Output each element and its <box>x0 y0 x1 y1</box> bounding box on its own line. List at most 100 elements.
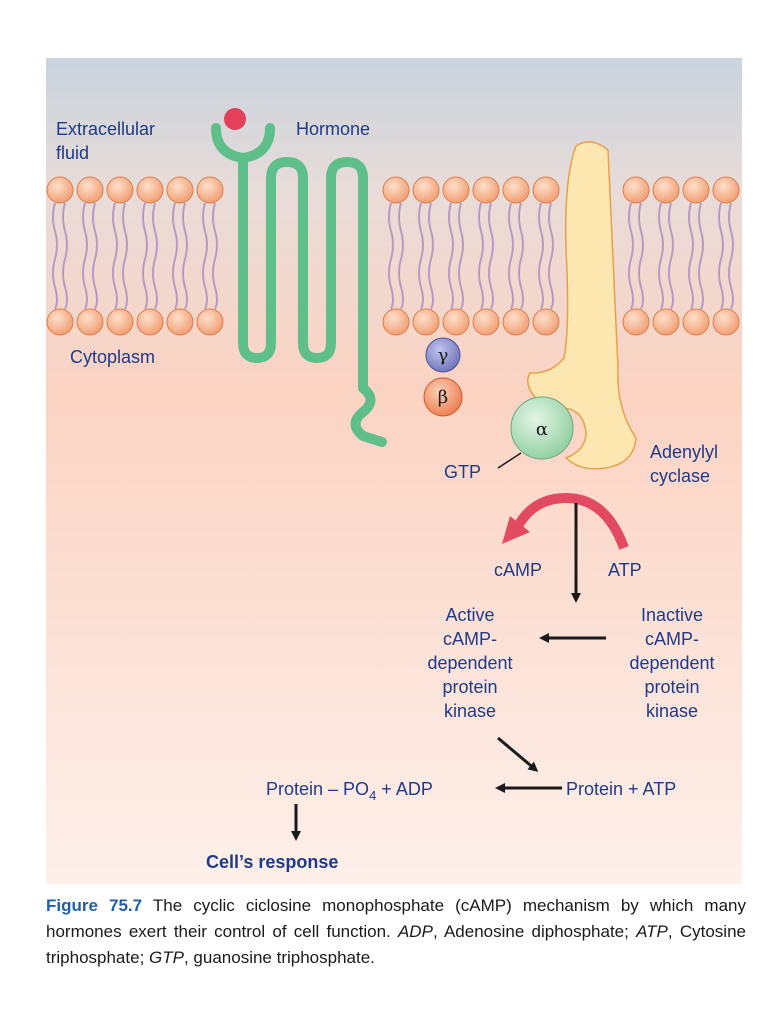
phospholipid-head <box>166 308 194 336</box>
phospholipid-head <box>652 176 680 204</box>
lipid-tail <box>82 202 88 310</box>
atp-label: ATP <box>608 560 642 580</box>
lipid-tail <box>688 202 694 310</box>
lipid-tail <box>628 202 634 310</box>
phospholipid-head <box>622 176 650 204</box>
def-adp: , Adenosine diphosphate; <box>432 922 637 941</box>
lipid-tail <box>182 202 188 310</box>
phospholipid-head <box>502 308 530 336</box>
lipid-tail <box>398 202 404 310</box>
abbr-atp: ATP <box>636 922 668 941</box>
phospholipid-head <box>472 176 500 204</box>
lipid-tail <box>458 202 464 310</box>
extracellular-label-line2: fluid <box>56 143 89 163</box>
phospholipid-head <box>442 176 470 204</box>
lipid-tail <box>388 202 394 310</box>
lipid-tail <box>172 202 178 310</box>
phospholipid-head <box>502 176 530 204</box>
lipid-tail <box>638 202 644 310</box>
phospholipid-head <box>712 176 740 204</box>
phospholipid-head <box>712 308 740 336</box>
def-gtp: , guanosine triphosphate. <box>183 948 375 967</box>
lipid-tail <box>122 202 128 310</box>
lipid-tail <box>202 202 208 310</box>
alpha-label: α <box>536 419 548 440</box>
lipid-tail <box>508 202 514 310</box>
beta-subunit <box>423 377 463 417</box>
phospholipid-head <box>106 176 134 204</box>
cytoplasm-label: Cytoplasm <box>70 347 155 367</box>
svg-text:kinase: kinase <box>646 701 698 721</box>
phospholipid-head <box>682 308 710 336</box>
gtp-pointer-line <box>497 452 522 469</box>
abbr-adp: ADP <box>397 922 433 941</box>
gtp-label: GTP <box>444 462 481 482</box>
extracellular-label-line1: Extracellular <box>56 119 155 139</box>
inactive-kinase-label: Inactive cAMP- dependent protein kinase <box>629 605 714 721</box>
beta-label: β <box>438 387 448 408</box>
phospholipid-head <box>472 308 500 336</box>
svg-text:cAMP-: cAMP- <box>645 629 699 649</box>
lipid-tail <box>718 202 724 310</box>
receptor-binding-cup <box>211 123 275 164</box>
lipid-tail <box>428 202 434 310</box>
gamma-subunit <box>425 337 461 373</box>
svg-text:dependent: dependent <box>629 653 714 673</box>
lipid-bilayer <box>46 176 740 336</box>
camp-mechanism-diagram: γ β α Extracellular fluid Hormone Cytopl… <box>46 58 742 884</box>
adenylyl-cyclase-label-line2: cyclase <box>650 466 710 486</box>
lipid-tail <box>448 202 454 310</box>
lipid-tail <box>142 202 148 310</box>
svg-text:Inactive: Inactive <box>641 605 703 625</box>
protein-po4-adp-label: Protein – PO4 + ADP <box>266 779 433 803</box>
lipid-tail <box>152 202 158 310</box>
adenylyl-cyclase-label-line1: Adenylyl <box>650 442 718 462</box>
cells-response-label: Cell’s response <box>206 852 338 872</box>
svg-text:dependent: dependent <box>427 653 512 673</box>
lipid-tail <box>728 202 734 310</box>
gamma-label: γ <box>438 345 449 366</box>
lipid-tail <box>52 202 58 310</box>
phospholipid-head <box>46 308 74 336</box>
phospholipid-head <box>412 308 440 336</box>
phospholipid-head <box>442 308 470 336</box>
figure-number: Figure 75.7 <box>46 896 143 915</box>
phospholipid-head <box>382 308 410 336</box>
phospholipid-head <box>106 308 134 336</box>
alpha-subunit <box>510 396 574 460</box>
phospholipid-head <box>412 176 440 204</box>
svg-text:cAMP-: cAMP- <box>443 629 497 649</box>
phospholipid-head <box>136 308 164 336</box>
active-kinase-label: Active cAMP- dependent protein kinase <box>427 605 512 721</box>
phospholipid-head <box>382 176 410 204</box>
svg-text:Active: Active <box>445 605 494 625</box>
def-atp: , Cytosine triphosphate; <box>46 922 746 967</box>
lipid-tail <box>548 202 554 310</box>
hormone-molecule <box>224 108 246 130</box>
phospholipid-head <box>76 308 104 336</box>
lipid-tail <box>418 202 424 310</box>
lipid-tail <box>488 202 494 310</box>
lipid-tail <box>212 202 218 310</box>
atp-to-camp-arrowhead <box>502 516 530 544</box>
phospholipid-head <box>46 176 74 204</box>
abbr-gtp: GTP <box>149 948 184 967</box>
lipid-tail <box>698 202 704 310</box>
hormone-receptor <box>238 153 387 447</box>
lipid-tail <box>518 202 524 310</box>
lipid-tail <box>538 202 544 310</box>
lipid-tail <box>478 202 484 310</box>
atp-to-camp-arrow <box>513 492 629 550</box>
caption-text: The cyclic ciclosine monophosphate (cAMP… <box>46 896 746 941</box>
phospholipid-head <box>196 176 224 204</box>
phospholipid-head <box>652 308 680 336</box>
lipid-tail <box>668 202 674 310</box>
kinase-to-phosphorylation-arrow <box>497 736 539 772</box>
lipid-tail <box>112 202 118 310</box>
phospholipid-head <box>76 176 104 204</box>
svg-text:protein: protein <box>442 677 497 697</box>
phospholipid-head <box>136 176 164 204</box>
phospholipid-head <box>532 308 560 336</box>
lipid-tail <box>62 202 68 310</box>
phospholipid-head <box>166 176 194 204</box>
